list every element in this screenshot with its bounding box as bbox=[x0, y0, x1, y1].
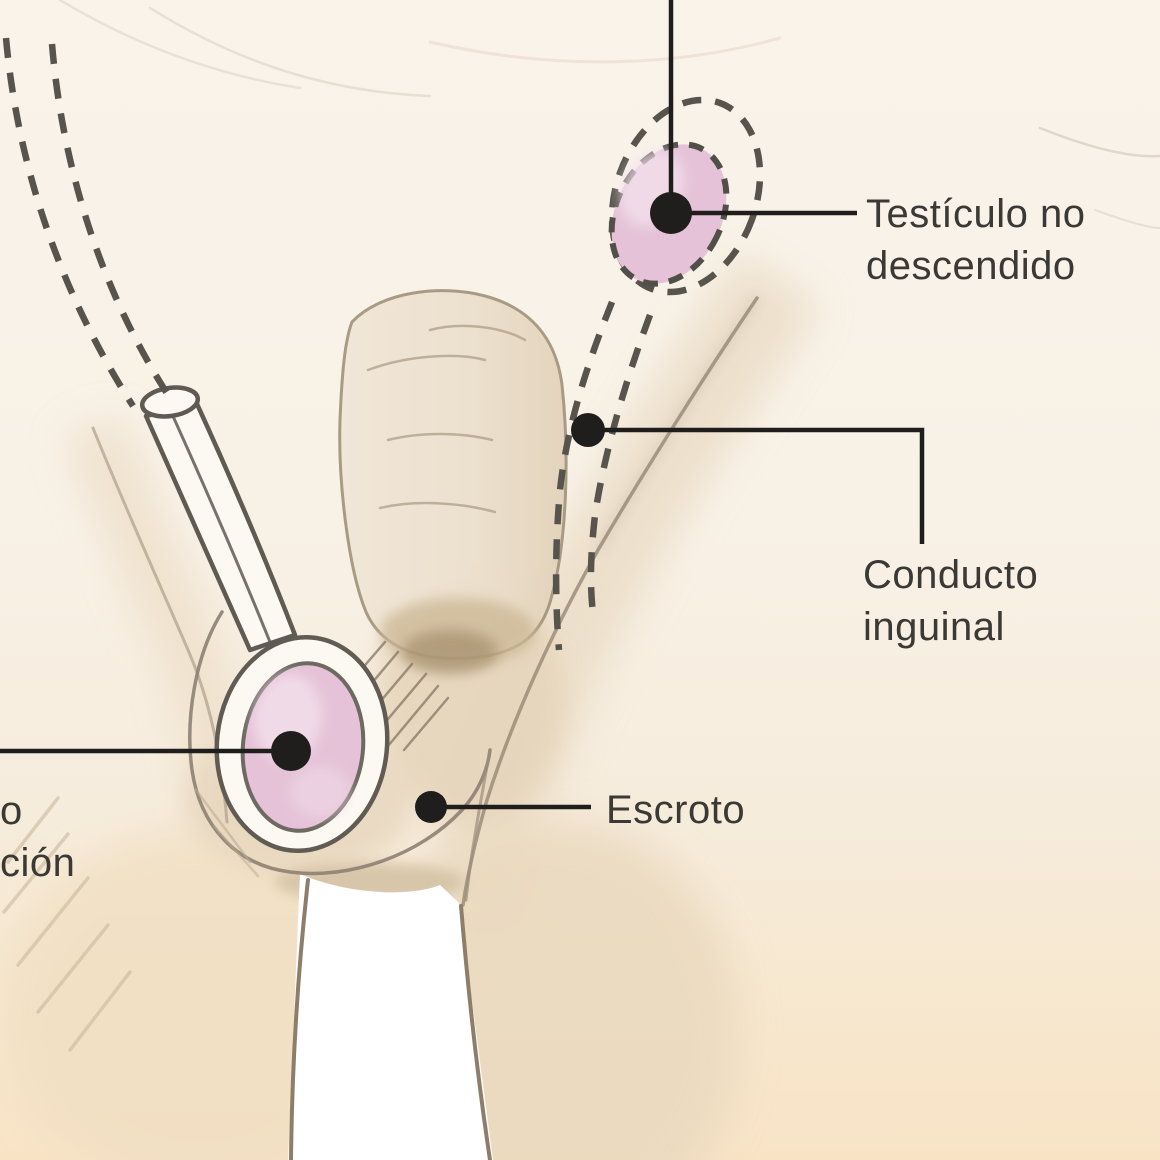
hatching-left bbox=[2, 796, 132, 1052]
penis-shape bbox=[338, 289, 568, 674]
label-inguinal-line1: Conducto bbox=[863, 553, 1039, 597]
label-undescended-testicle: Testículo no descendido bbox=[866, 188, 1085, 292]
dot-scrotum bbox=[415, 791, 447, 823]
faint-body-contours bbox=[58, 0, 1160, 229]
label-left-partial-line1: o bbox=[0, 789, 23, 833]
between-legs-gap bbox=[288, 874, 493, 1160]
label-left-partial-line2: ción bbox=[0, 841, 76, 885]
left-inguinal-canal-dashed bbox=[2, 37, 173, 408]
label-scrotum-text: Escroto bbox=[606, 788, 746, 832]
label-scrotum: Escroto bbox=[606, 784, 745, 836]
dot-left-testicle bbox=[271, 731, 311, 771]
callout-leaders bbox=[0, 0, 925, 823]
label-left-edge-partial: o ción bbox=[0, 785, 75, 889]
label-undescended-line2: descendido bbox=[866, 244, 1076, 288]
label-inguinal-canal: Conducto inguinal bbox=[863, 549, 1038, 653]
leader-inguinal-canal bbox=[588, 427, 925, 544]
dot-inguinal-canal bbox=[571, 413, 605, 447]
label-inguinal-line2: inguinal bbox=[863, 605, 1005, 649]
spermatic-cord bbox=[139, 385, 298, 653]
right-inguinal-canal-dashed bbox=[552, 96, 764, 651]
label-undescended-line1: Testículo no bbox=[866, 192, 1086, 236]
dot-undescended bbox=[650, 192, 692, 234]
